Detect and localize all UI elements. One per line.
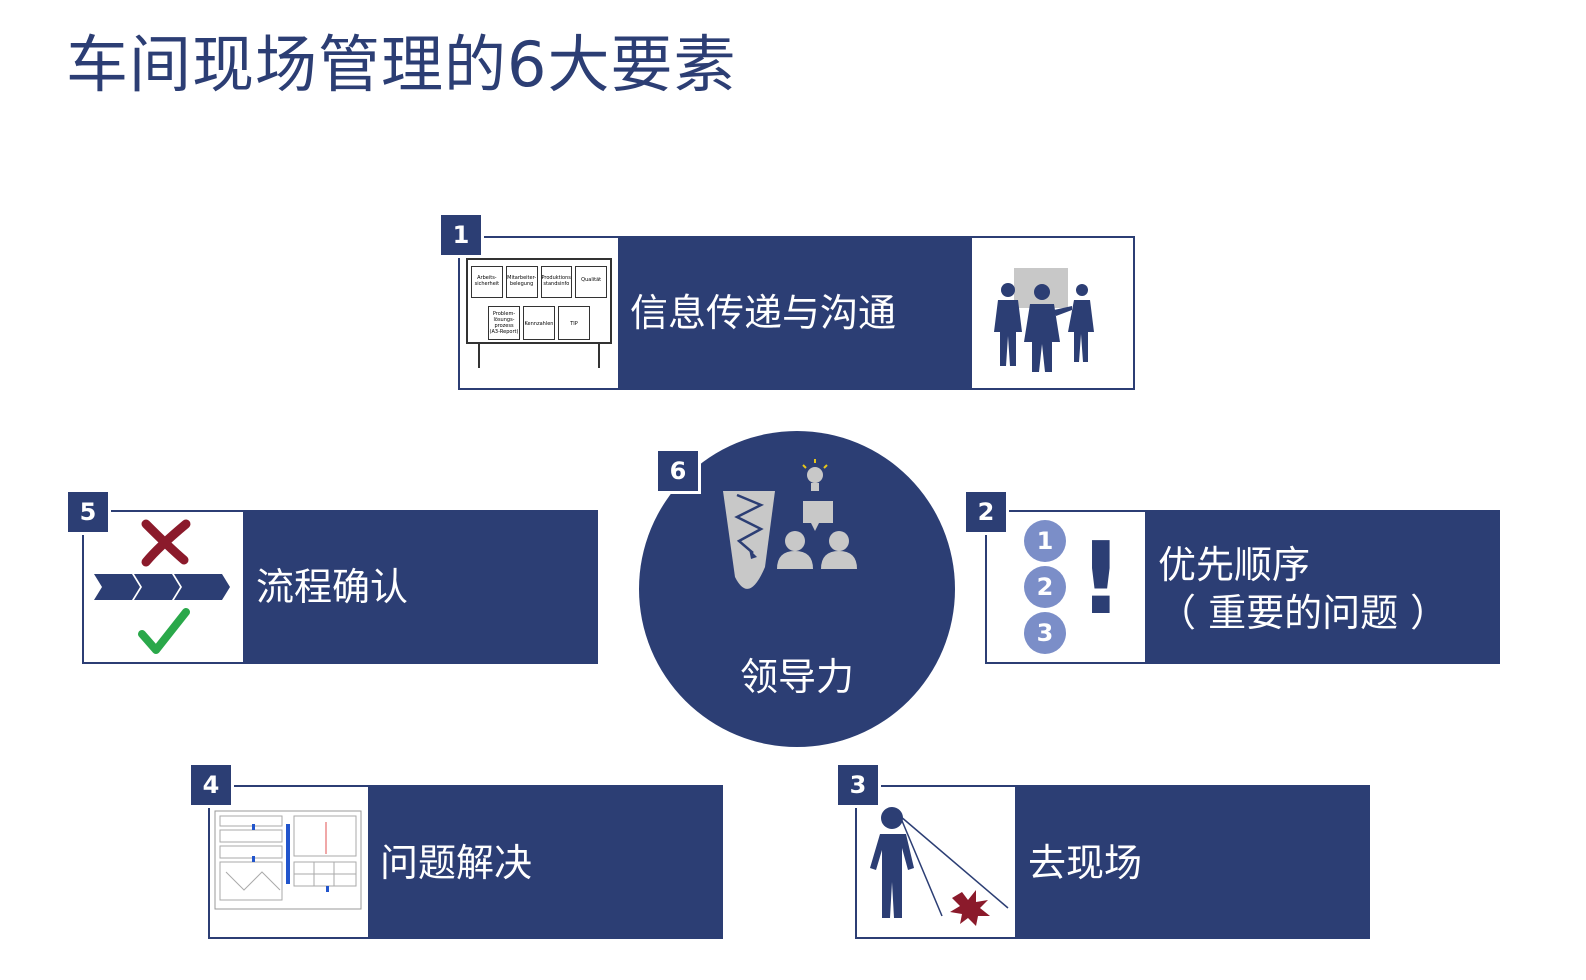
leadership-icon — [723, 459, 857, 589]
process-check-icon — [94, 519, 230, 654]
board-cell: Mitarbeiter-belegung — [505, 266, 538, 298]
card-band — [1015, 785, 1370, 939]
card-band — [368, 785, 723, 939]
priority-number: 2 — [1024, 566, 1066, 608]
card-label: 去现场 — [1028, 841, 1143, 885]
board-cell: Produktions-standsinfo — [540, 266, 573, 298]
board-cell: Qualität — [575, 266, 607, 298]
board-cell: Kennzahlen — [523, 306, 555, 340]
board-cell: Problem-lösungs-prozess (A3-Report) — [488, 306, 520, 340]
board-cell: TIP — [558, 306, 590, 340]
card-band — [1145, 510, 1500, 664]
number-badge: 4 — [188, 762, 234, 808]
priority-list-icon: 1 2 3 ! — [1022, 518, 1132, 658]
card-label: 问题解决 — [380, 841, 533, 885]
card-band — [618, 238, 972, 388]
card-band — [243, 510, 598, 664]
priority-number: 3 — [1024, 612, 1066, 654]
exclamation-icon: ! — [1078, 520, 1124, 637]
page-title: 车间现场管理的6大要素 — [66, 28, 737, 101]
priority-number: 1 — [1024, 520, 1066, 562]
card-label: 信息传递与沟通 — [630, 291, 897, 335]
card-label: 优先顺序 — [1158, 543, 1311, 587]
number-badge: 2 — [963, 489, 1009, 535]
a3-report-icon — [214, 810, 362, 910]
people-meeting-icon — [994, 268, 1094, 372]
board-cell: Arbeits-sicherheit — [471, 266, 503, 298]
board-icon: Arbeits-sicherheit Mitarbeiter-belegung … — [466, 258, 614, 370]
number-badge: 3 — [835, 762, 881, 808]
walking-person-icon — [870, 807, 1009, 926]
number-badge: 6 — [655, 448, 701, 494]
number-badge: 1 — [438, 212, 484, 258]
card-label-sub: （ 重要的问题 ） — [1158, 591, 1449, 635]
card-label: 流程确认 — [256, 565, 409, 609]
circle-label: 领导力 — [739, 655, 854, 699]
number-badge: 5 — [65, 489, 111, 535]
